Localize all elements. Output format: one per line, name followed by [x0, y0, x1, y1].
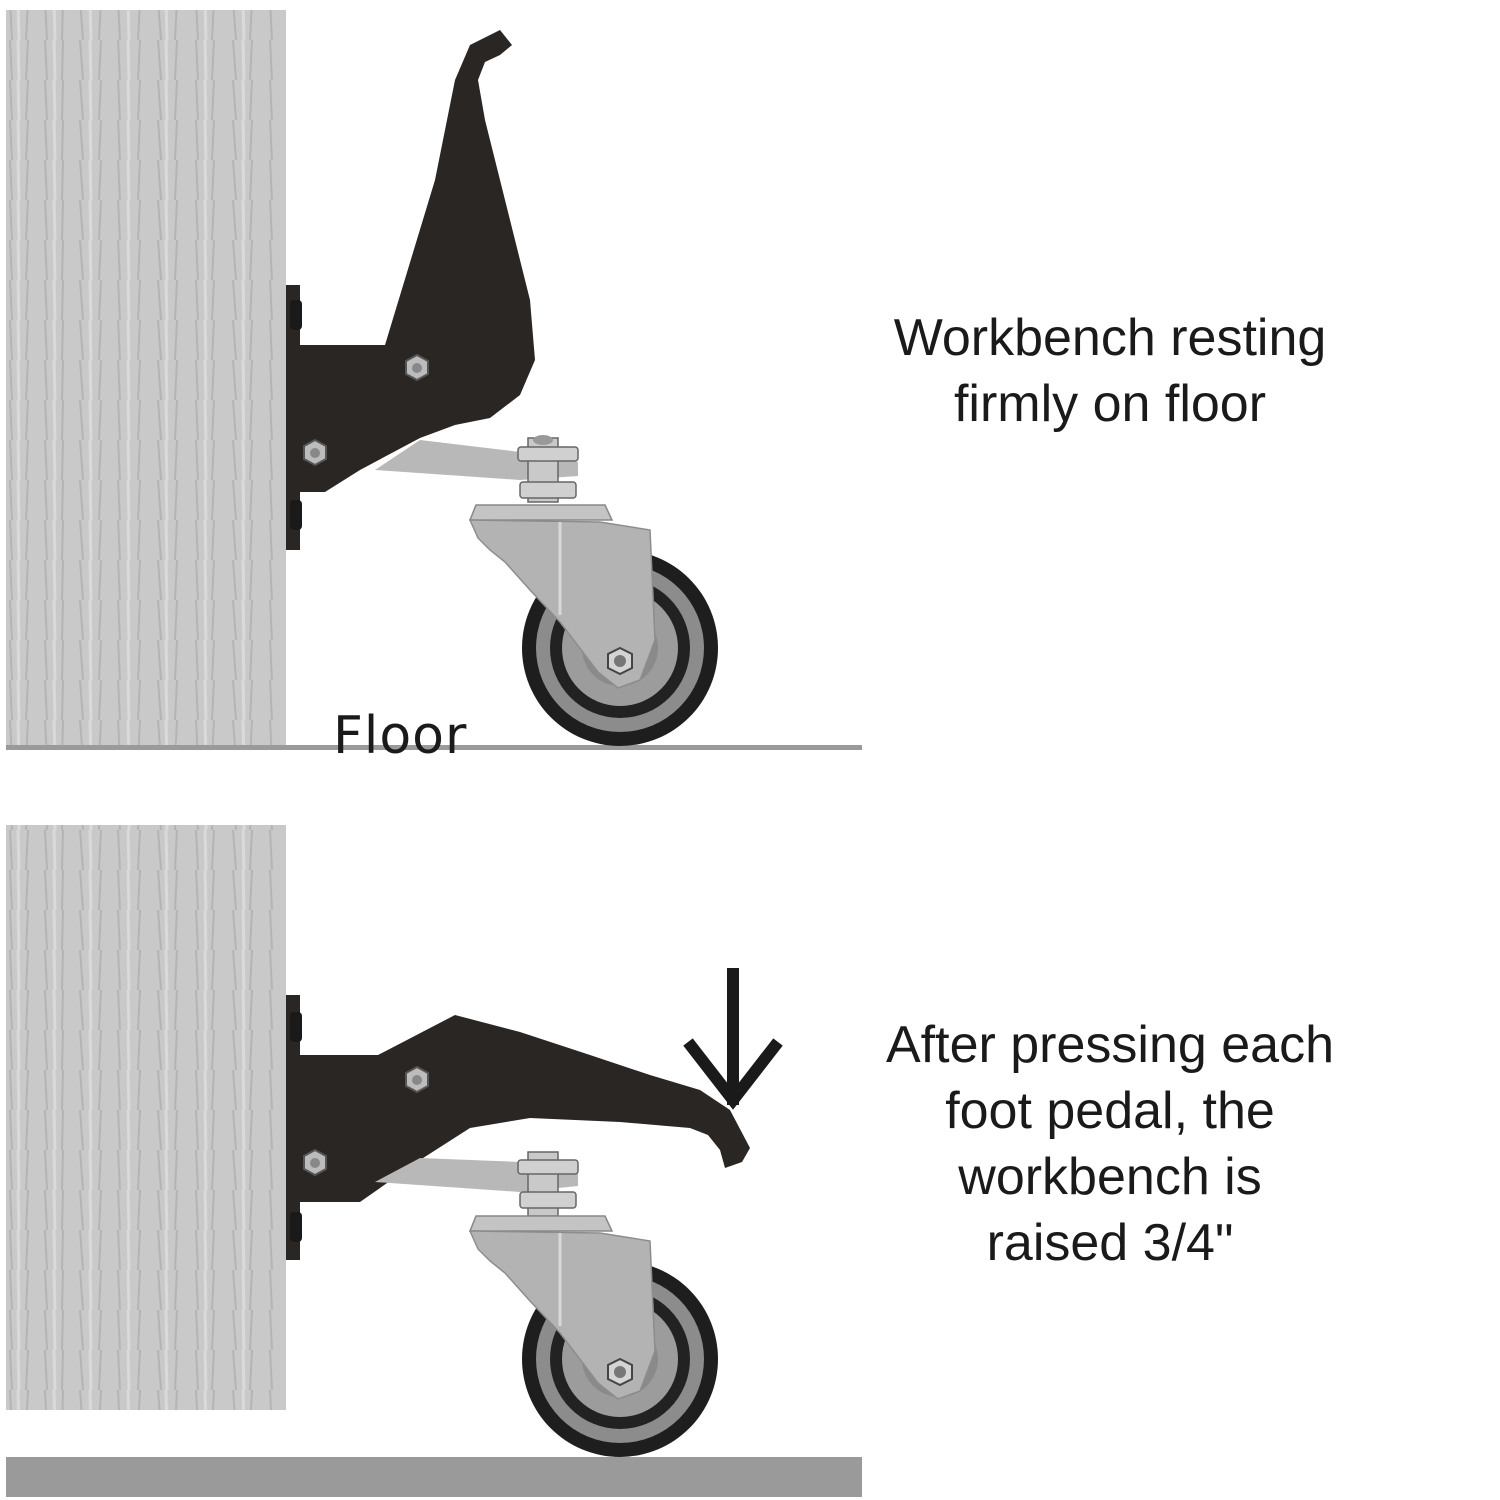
bolt-icon [303, 1148, 327, 1177]
caster-top-plate [468, 504, 614, 521]
floor [6, 745, 862, 750]
floor-label: Floor [333, 706, 468, 766]
down-arrow-icon [683, 968, 783, 1110]
caster-fork [468, 1230, 656, 1400]
workbench-leg [6, 10, 286, 745]
caption-line: raised 3/4" [986, 1214, 1234, 1272]
caption-line: Workbench resting [893, 309, 1327, 367]
caption-line: foot pedal, the [945, 1082, 1275, 1140]
caption-raised: After pressing each foot pedal, the work… [830, 1012, 1390, 1276]
bolt-icon [405, 353, 429, 382]
axle-nut-icon [607, 1357, 633, 1387]
foot-pedal [296, 30, 535, 492]
panel-resting: Floor Workbench resting firmly on floor [6, 10, 1390, 766]
caption-line: firmly on floor [953, 375, 1267, 433]
caster-fork [468, 519, 656, 689]
bolt-icon [303, 438, 327, 467]
floor [6, 1457, 862, 1497]
foot-pedal [296, 1015, 750, 1202]
caption-resting: Workbench resting firmly on floor [830, 305, 1390, 437]
caster-top-plate [468, 1215, 614, 1232]
caption-line: After pressing each [885, 1016, 1335, 1074]
caption-line: workbench is [958, 1148, 1262, 1206]
bolt-icon [405, 1065, 429, 1094]
caster-diagram-raised [6, 825, 862, 1497]
caster-diagram-resting [6, 10, 862, 750]
workbench-leg [6, 825, 286, 1410]
axle-nut-icon [607, 646, 633, 676]
panel-raised: After pressing each foot pedal, the work… [0, 750, 1500, 1500]
